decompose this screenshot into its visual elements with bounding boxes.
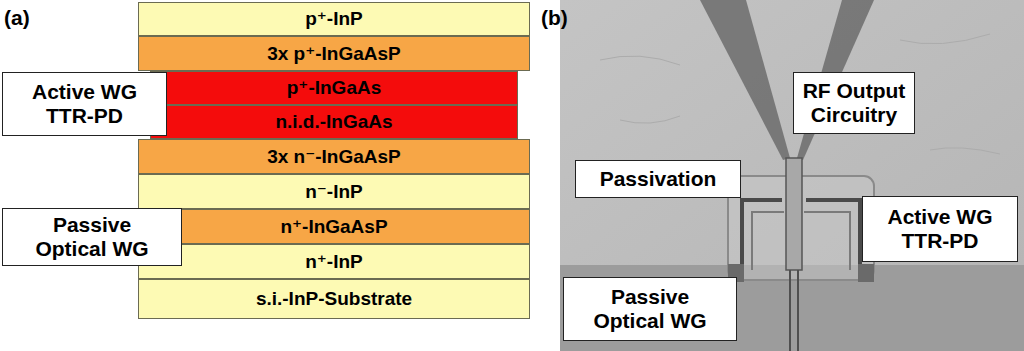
waveguide: [789, 270, 791, 351]
layer-name: s.i.-InP-Substrate: [256, 288, 412, 310]
layer-name: n⁻-InP: [305, 181, 363, 203]
layer-name: 3x n⁻-InGaAsP: [267, 146, 401, 168]
layer-band: p⁺-InGaAs: [150, 71, 518, 105]
layer-name: n.i.d.-InGaAs: [275, 111, 392, 133]
layer-band: s.i.-InP-Substrate: [138, 279, 530, 319]
photo-ground: [560, 0, 1024, 351]
layer-band: n⁻-InP: [138, 174, 530, 209]
rf-probe: [700, 0, 790, 160]
callout-text: Passive Optical WG: [586, 285, 714, 333]
waveguide: [797, 270, 799, 351]
photodiode-mesa: [786, 158, 802, 270]
pad-corner: [858, 264, 874, 282]
panel-letter: (b): [541, 6, 568, 30]
layer-name: 3x p⁺-InGaAsP: [267, 43, 401, 65]
photo-label: Passivation: [575, 160, 741, 198]
callout-box: Active WG TTR-PD: [2, 72, 167, 136]
callout-text: RF Output Circuitry: [801, 79, 907, 127]
layer-band: n⁺-InP: [138, 244, 530, 279]
layer-name: p⁺-InGaAs: [287, 77, 381, 99]
layer-band: 3x p⁺-InGaAsP: [138, 36, 530, 71]
layer-name: n⁺-InGaAsP: [280, 216, 387, 238]
photo-label: Active WG TTR-PD: [862, 196, 1018, 262]
layer-band: 3x n⁻-InGaAsP: [138, 139, 530, 174]
callout-text: Active WG TTR-PD: [878, 205, 1002, 253]
layer-band: p⁺-InP: [138, 2, 530, 36]
layer-name: n⁺-InP: [305, 251, 363, 273]
photo-label: RF Output Circuitry: [793, 72, 915, 134]
callout-box: Passive Optical WG: [2, 208, 182, 266]
layer-band: n.i.d.-InGaAs: [150, 105, 518, 139]
panel-letter: (a): [4, 6, 30, 30]
callout-text: Active WG TTR-PD: [23, 80, 147, 128]
surface-texture: [600, 34, 1000, 154]
callout-text: Passivation: [600, 167, 717, 191]
photo-label: Passive Optical WG: [563, 277, 737, 341]
layer-band: n⁺-InGaAsP: [138, 209, 530, 244]
layer-name: p⁺-InP: [305, 8, 363, 30]
callout-text: Passive Optical WG: [28, 213, 156, 261]
